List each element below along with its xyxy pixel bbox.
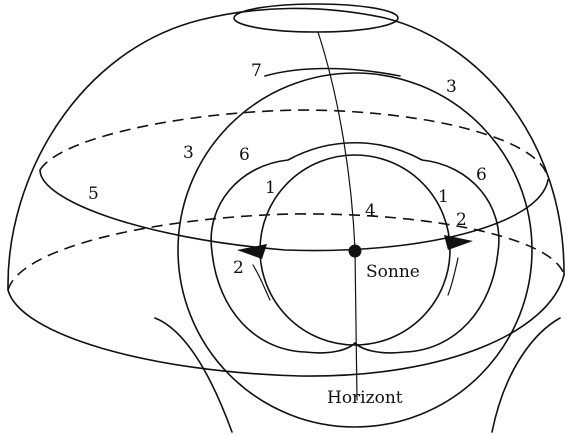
sky-dome: [7, 7, 565, 291]
label-3-right: 3: [446, 77, 457, 97]
label-sun: Sonne: [366, 262, 420, 282]
lower-right-arc: [491, 317, 561, 433]
label-6-right: 6: [476, 165, 487, 185]
label-1-right: 1: [438, 187, 449, 207]
label-4: 4: [365, 201, 376, 221]
zenith-ellipse: [233, 3, 399, 33]
label-2-left: 2: [233, 258, 244, 278]
left-parhelion-tail: [252, 264, 271, 301]
right-parhelion-marker: [444, 235, 473, 250]
circumscribed-halo: [210, 142, 500, 354]
right-parhelion-tail: [447, 257, 459, 296]
left-parhelion-marker: [237, 244, 267, 259]
horizon-ellipse-front: [7, 274, 565, 377]
lower-left-arc: [154, 317, 233, 433]
label-horizon: Horizont: [327, 388, 403, 408]
label-6-left: 6: [239, 145, 250, 165]
horizon-ellipse-back: [7, 213, 565, 291]
label-5: 5: [88, 184, 99, 204]
label-2-right: 2: [456, 210, 467, 230]
halo-46-circle: [177, 72, 533, 428]
parhelic-circle-front: [39, 169, 549, 252]
label-3-left: 3: [183, 143, 194, 163]
parhelic-circle-back: [39, 109, 549, 181]
sun-dot: [348, 244, 362, 258]
label-7: 7: [251, 61, 262, 81]
circumzenithal-arc: [264, 67, 401, 77]
meridian-line: [317, 31, 358, 401]
label-1-left: 1: [265, 178, 276, 198]
